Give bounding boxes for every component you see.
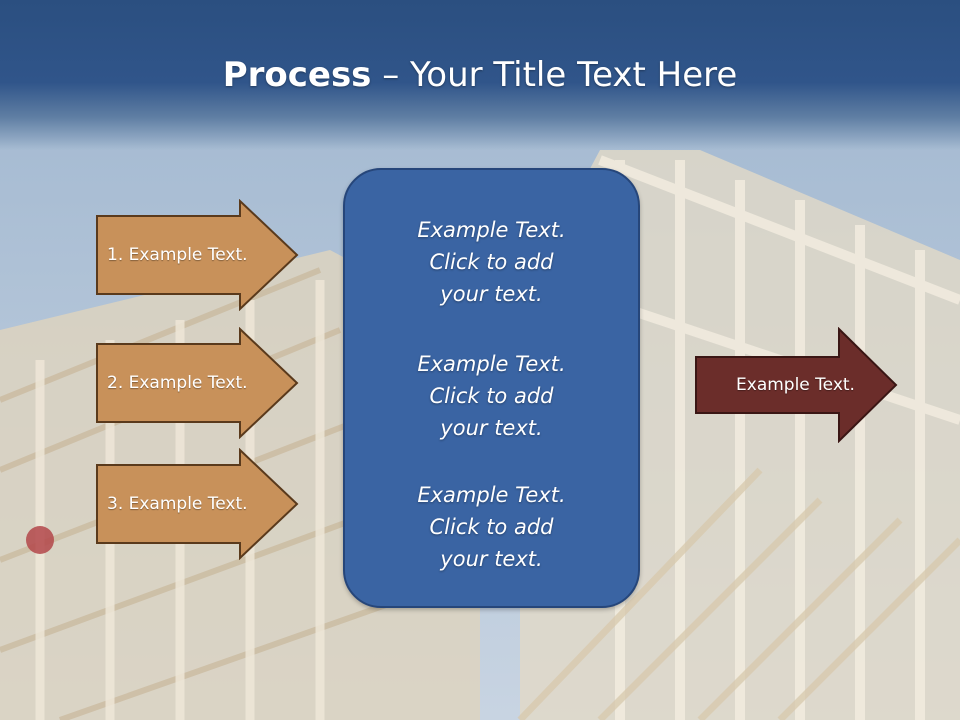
left-arrow-1-label: 1. Example Text.	[107, 245, 248, 265]
center-text-block-2: Example Text. Click to add your text.	[417, 352, 566, 440]
center-text-block-3: Example Text. Click to add your text.	[417, 483, 566, 571]
left-arrow-3[interactable]: 3. Example Text.	[95, 448, 300, 560]
slide-title[interactable]: Process – Your Title Text Here	[0, 52, 960, 98]
left-arrow-3-label: 3. Example Text.	[107, 494, 248, 514]
center-text-block-1: Example Text. Click to add your text.	[417, 218, 566, 306]
left-arrow-2-label: 2. Example Text.	[107, 373, 248, 393]
title-rest-part: – Your Title Text Here	[371, 55, 738, 95]
title-bold-part: Process	[222, 55, 372, 95]
left-arrow-1[interactable]: 1. Example Text.	[95, 199, 300, 311]
title-bar	[0, 0, 960, 150]
right-arrow[interactable]: Example Text.	[694, 327, 899, 443]
right-arrow-label: Example Text.	[736, 375, 855, 395]
center-text-box[interactable]: Example Text. Click to add your text. Ex…	[343, 168, 640, 608]
left-arrow-2[interactable]: 2. Example Text.	[95, 327, 300, 439]
